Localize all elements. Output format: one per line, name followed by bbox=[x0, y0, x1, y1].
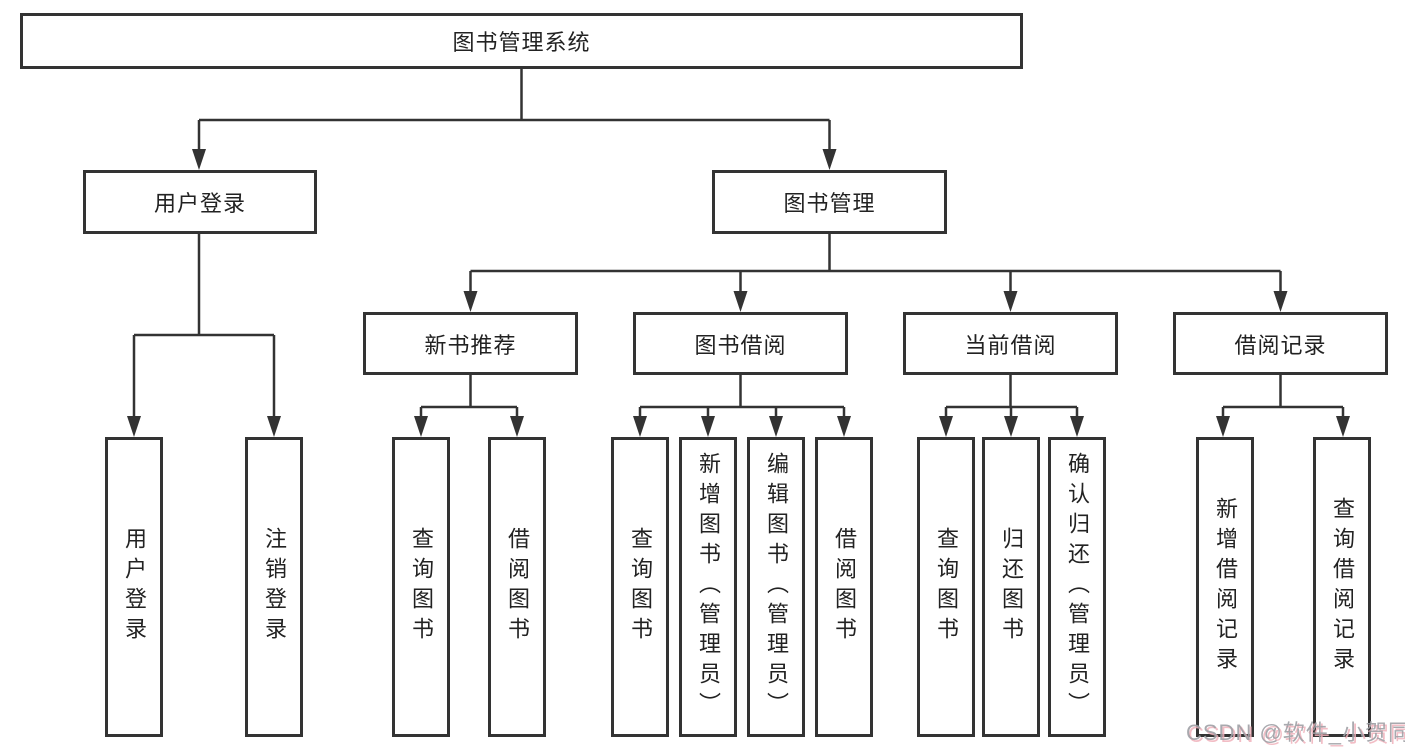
csdn-watermark: CSDN @软件_小贺同学 bbox=[1186, 720, 1405, 745]
node-current-borrow: 当前借阅 bbox=[903, 312, 1118, 375]
arrow-down-icon bbox=[769, 416, 783, 437]
arrow-down-icon bbox=[822, 149, 837, 170]
leaf-borrow-book-recommend: 借阅图书 bbox=[488, 437, 546, 737]
arrow-down-icon bbox=[192, 149, 206, 170]
leaf-edit-book-admin: 编辑图书（管理员） bbox=[747, 437, 805, 737]
leaf-query-book-recommend-label: 查询图书 bbox=[409, 527, 434, 647]
arrow-down-icon bbox=[633, 416, 647, 437]
leaf-edit-book-admin-label: 编辑图书（管理员） bbox=[764, 452, 789, 722]
arrow-down-icon bbox=[1216, 416, 1230, 437]
node-current-borrow-label: 当前借阅 bbox=[964, 332, 1057, 358]
node-new-book-recommend: 新书推荐 bbox=[363, 312, 578, 375]
leaf-user-login: 用户登录 bbox=[105, 437, 163, 737]
leaf-add-book-admin: 新增图书（管理员） bbox=[679, 437, 737, 737]
leaf-logout-login-label: 注销登录 bbox=[262, 527, 287, 647]
connector-new-book-children bbox=[414, 375, 524, 437]
node-library-system: 图书管理系统 bbox=[20, 13, 1023, 69]
node-book-borrow: 图书借阅 bbox=[633, 312, 848, 375]
node-borrow-records-label: 借阅记录 bbox=[1234, 332, 1327, 358]
arrow-down-icon bbox=[510, 416, 524, 437]
leaf-query-borrow-record-label: 查询借阅记录 bbox=[1330, 497, 1355, 677]
arrow-down-icon bbox=[1070, 416, 1084, 437]
leaf-query-book-borrow-label: 查询图书 bbox=[628, 527, 653, 647]
leaf-borrow-book-recommend-label: 借阅图书 bbox=[505, 527, 530, 647]
arrow-down-icon bbox=[414, 416, 428, 437]
leaf-logout-login: 注销登录 bbox=[245, 437, 303, 737]
arrow-down-icon bbox=[1336, 416, 1350, 437]
leaf-confirm-return-admin: 确认归还（管理员） bbox=[1048, 437, 1106, 737]
arrow-down-icon bbox=[701, 416, 715, 437]
leaf-return-book-label: 归还图书 bbox=[999, 527, 1024, 647]
leaf-user-login-label: 用户登录 bbox=[122, 527, 147, 647]
leaf-borrow-book-label: 借阅图书 bbox=[832, 527, 857, 647]
node-user-login-label: 用户登录 bbox=[153, 191, 246, 216]
connector-book-borrow-children bbox=[633, 375, 851, 437]
leaf-confirm-return-admin-label: 确认归还（管理员） bbox=[1065, 452, 1090, 722]
node-book-management: 图书管理 bbox=[712, 170, 947, 234]
leaf-add-borrow-record: 新增借阅记录 bbox=[1196, 437, 1254, 737]
arrow-down-icon bbox=[127, 416, 141, 437]
arrow-down-icon bbox=[267, 416, 281, 437]
arrow-down-icon bbox=[939, 416, 953, 437]
node-book-management-label: 图书管理 bbox=[783, 191, 876, 216]
node-user-login: 用户登录 bbox=[83, 170, 317, 234]
arrow-down-icon bbox=[1004, 416, 1018, 437]
leaf-query-book-current: 查询图书 bbox=[917, 437, 975, 737]
leaf-query-book-borrow: 查询图书 bbox=[611, 437, 669, 737]
leaf-borrow-book: 借阅图书 bbox=[815, 437, 873, 737]
arrow-down-icon bbox=[837, 416, 851, 437]
arrow-down-icon bbox=[1003, 291, 1018, 312]
connector-current-borrow-children bbox=[939, 375, 1084, 437]
leaf-return-book: 归还图书 bbox=[982, 437, 1040, 737]
leaf-query-book-current-label: 查询图书 bbox=[934, 527, 959, 647]
node-new-book-recommend-label: 新书推荐 bbox=[424, 332, 517, 358]
node-book-borrow-label: 图书借阅 bbox=[694, 332, 787, 358]
node-library-system-label: 图书管理系统 bbox=[452, 30, 591, 55]
connector-borrow-records-children bbox=[1216, 375, 1350, 437]
node-borrow-records: 借阅记录 bbox=[1173, 312, 1388, 375]
leaf-add-book-admin-label: 新增图书（管理员） bbox=[696, 452, 721, 722]
leaf-query-book-recommend: 查询图书 bbox=[392, 437, 450, 737]
connector-book-mgmt-children bbox=[463, 234, 1288, 312]
leaf-query-borrow-record: 查询借阅记录 bbox=[1313, 437, 1371, 737]
connector-user-login-children bbox=[127, 234, 281, 437]
arrow-down-icon bbox=[1273, 291, 1288, 312]
leaf-add-borrow-record-label: 新增借阅记录 bbox=[1213, 497, 1238, 677]
arrow-down-icon bbox=[733, 291, 748, 312]
connector-root-to-level1 bbox=[192, 69, 837, 170]
arrow-down-icon bbox=[463, 291, 478, 312]
